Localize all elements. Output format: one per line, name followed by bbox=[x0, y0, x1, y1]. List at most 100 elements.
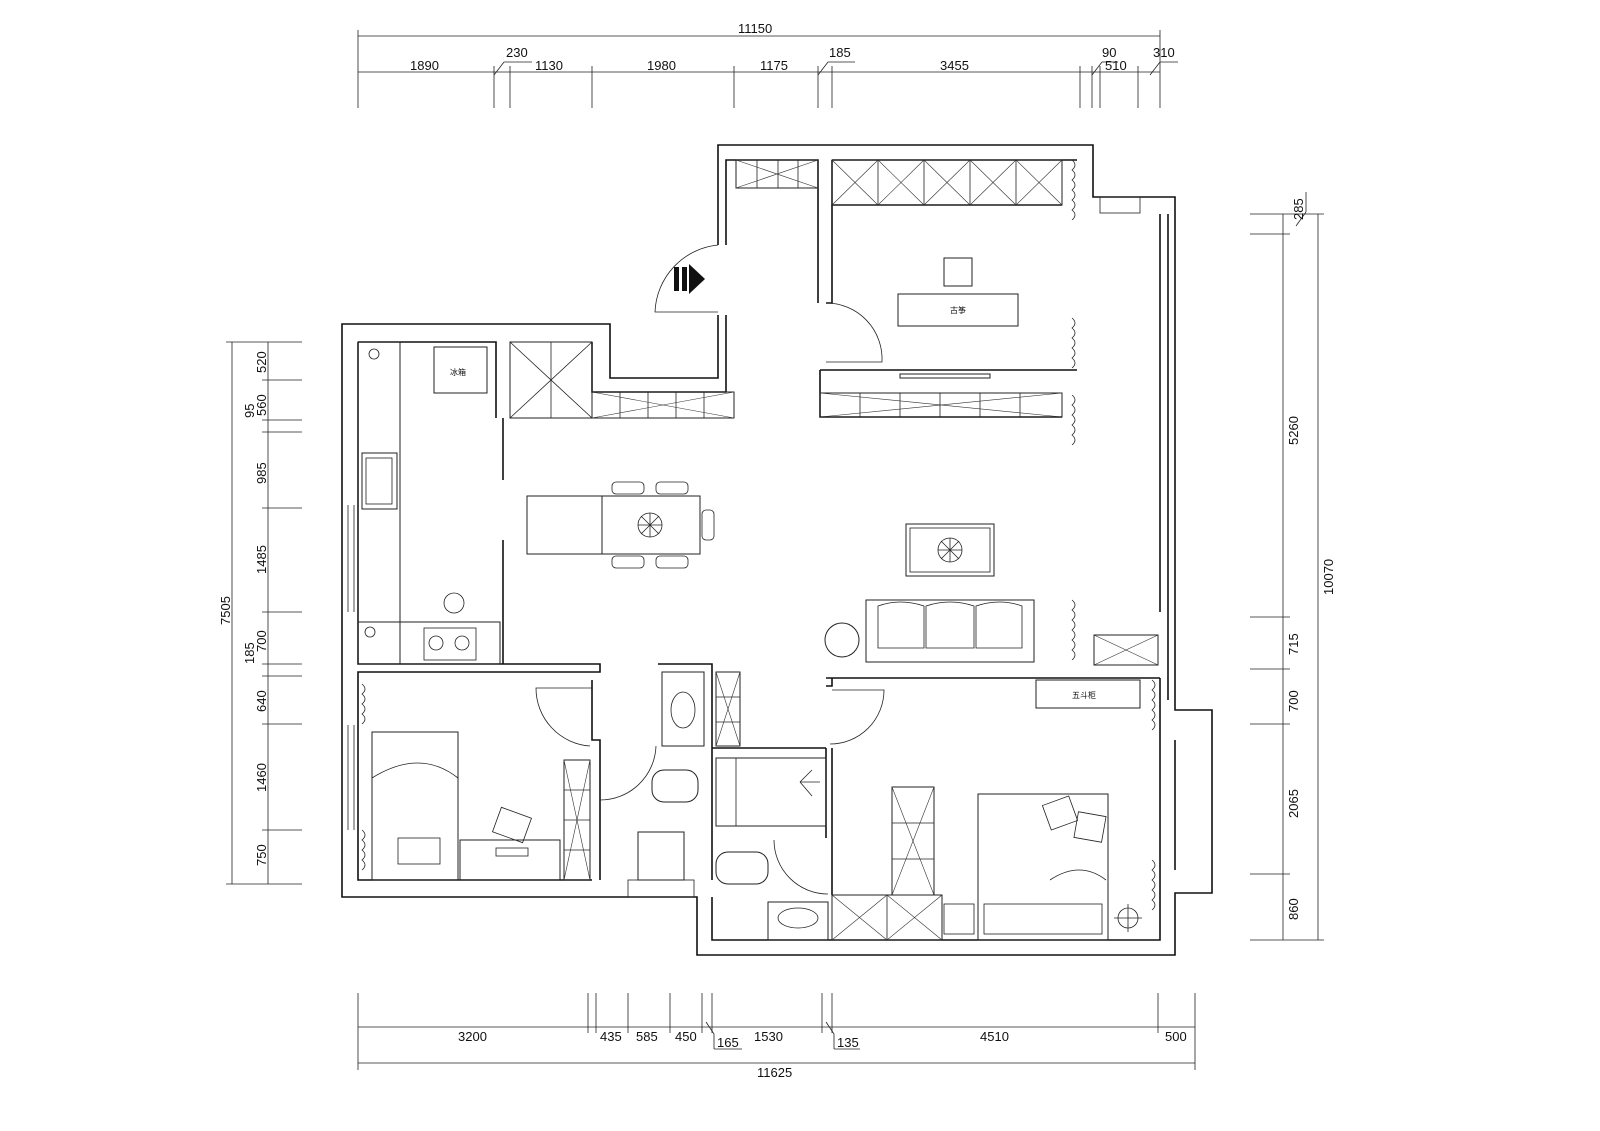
desk-chair bbox=[492, 806, 532, 844]
dim-left-seg: 985 bbox=[254, 462, 269, 484]
vanity bbox=[661, 671, 705, 747]
fridge-label: 冰箱 bbox=[450, 367, 466, 377]
dim-left-seg: 185 bbox=[242, 642, 257, 664]
study-door[interactable] bbox=[825, 302, 883, 363]
dim-right-seg: 700 bbox=[1286, 690, 1301, 712]
dim-bottom-seg: 435 bbox=[600, 1029, 622, 1044]
dim-top-seg: 310 bbox=[1153, 45, 1175, 60]
dim-right-seg: 285 bbox=[1291, 198, 1306, 220]
dim-top-total: 11150 bbox=[738, 21, 772, 36]
vanity bbox=[767, 901, 829, 941]
dim-bottom-seg: 585 bbox=[636, 1029, 658, 1044]
dim-top-seg: 1130 bbox=[535, 58, 563, 73]
curtain bbox=[1151, 859, 1156, 911]
dim-top-seg: 230 bbox=[506, 45, 528, 60]
dim-top-seg: 1980 bbox=[647, 58, 676, 73]
dim-bottom-seg: 450 bbox=[675, 1029, 697, 1044]
sofa bbox=[865, 599, 1035, 663]
side-table bbox=[824, 622, 860, 658]
curtain bbox=[1151, 679, 1156, 731]
basin-icon bbox=[777, 907, 819, 929]
dim-left-seg: 95 bbox=[242, 404, 257, 418]
dim-left-seg: 700 bbox=[254, 630, 269, 652]
dim-bottom-total: 11625 bbox=[757, 1065, 792, 1080]
dim-left-seg: 640 bbox=[254, 690, 269, 712]
tv-unit bbox=[899, 373, 991, 379]
dim-bottom-seg: 165 bbox=[717, 1035, 739, 1050]
chair bbox=[611, 481, 645, 495]
dim-right-seg: 715 bbox=[1286, 633, 1301, 655]
toilet-icon bbox=[651, 769, 699, 803]
dim-bottom-seg: 500 bbox=[1165, 1029, 1187, 1044]
corner-cabinet bbox=[1093, 634, 1159, 666]
chair bbox=[655, 555, 689, 569]
basin-icon bbox=[670, 691, 696, 729]
dim-right-seg: 860 bbox=[1286, 898, 1301, 920]
chest-label: 五斗柜 bbox=[1072, 690, 1096, 700]
shower-icon bbox=[637, 831, 685, 881]
person-icon bbox=[443, 592, 465, 614]
bathroom-right bbox=[715, 757, 829, 941]
dimension-right: 285 5260 715 700 2065 860 10070 bbox=[1250, 192, 1336, 941]
dim-left-total: 7505 bbox=[218, 596, 233, 625]
chest-of-drawers bbox=[1035, 679, 1141, 709]
dimension-left: 7505 520 95 560 985 1485 700 185 640 146… bbox=[218, 341, 302, 885]
entry-cabinets bbox=[591, 159, 819, 419]
toilet-icon bbox=[715, 851, 769, 885]
stove-icon bbox=[428, 635, 444, 651]
dim-left-seg: 1460 bbox=[254, 763, 269, 792]
kitchen-counter bbox=[357, 341, 401, 665]
dim-top-seg: 90 bbox=[1102, 45, 1116, 60]
bedroom2-door[interactable] bbox=[829, 689, 885, 745]
armchair bbox=[1041, 795, 1079, 831]
stool bbox=[943, 257, 973, 287]
dim-left-seg: 560 bbox=[254, 394, 269, 416]
bath1-door[interactable] bbox=[599, 745, 657, 801]
dim-top-seg: 3455 bbox=[940, 58, 969, 73]
bedroom-right: 五斗柜 bbox=[831, 679, 1156, 941]
dining-table bbox=[601, 495, 701, 555]
bathtub bbox=[715, 757, 827, 827]
dim-top-seg: 1890 bbox=[410, 58, 439, 73]
curtain bbox=[1071, 599, 1076, 661]
doors bbox=[535, 244, 885, 895]
dim-left-seg: 1485 bbox=[254, 545, 269, 574]
dim-bottom-seg: 3200 bbox=[458, 1029, 487, 1044]
coffee-table bbox=[905, 523, 995, 577]
desk bbox=[459, 839, 561, 881]
bed bbox=[977, 793, 1109, 941]
dim-top-seg: 510 bbox=[1105, 58, 1127, 73]
curtain bbox=[1071, 394, 1076, 446]
kitchen: 冰箱 bbox=[357, 341, 593, 665]
chair bbox=[611, 555, 645, 569]
dining-area bbox=[526, 481, 715, 569]
entry-arrow-icon bbox=[674, 264, 705, 294]
armchair bbox=[1073, 811, 1107, 843]
chair bbox=[655, 481, 689, 495]
dim-right-total: 10070 bbox=[1321, 559, 1336, 595]
bed bbox=[371, 731, 459, 881]
sideboard bbox=[819, 392, 1063, 418]
rug bbox=[397, 837, 441, 865]
dim-top-seg: 185 bbox=[829, 45, 851, 60]
curtain bbox=[361, 683, 366, 725]
dimension-top: 11150 1890 230 1130 1980 1175 185 3455 9… bbox=[357, 21, 1178, 108]
entry-door[interactable] bbox=[654, 244, 719, 313]
sink-icon bbox=[361, 452, 398, 510]
bathroom-center bbox=[627, 671, 741, 898]
bedroom1-door[interactable] bbox=[535, 687, 592, 747]
dim-left-seg: 750 bbox=[254, 844, 269, 866]
walls bbox=[341, 144, 1213, 956]
zither-label: 古筝 bbox=[950, 305, 966, 315]
curtain bbox=[1071, 317, 1076, 369]
tv-wall-cabinet bbox=[831, 159, 1063, 206]
curtain bbox=[1071, 159, 1076, 221]
chair bbox=[701, 509, 715, 541]
tall-cabinet bbox=[715, 671, 741, 747]
dimension-bottom: 3200 435 585 450 165 1530 135 4510 500 1… bbox=[357, 993, 1196, 1080]
dim-bottom-seg: 4510 bbox=[980, 1029, 1009, 1044]
bath2-door[interactable] bbox=[773, 839, 829, 895]
dim-left-seg: 520 bbox=[254, 351, 269, 373]
zither-table bbox=[897, 293, 1019, 327]
